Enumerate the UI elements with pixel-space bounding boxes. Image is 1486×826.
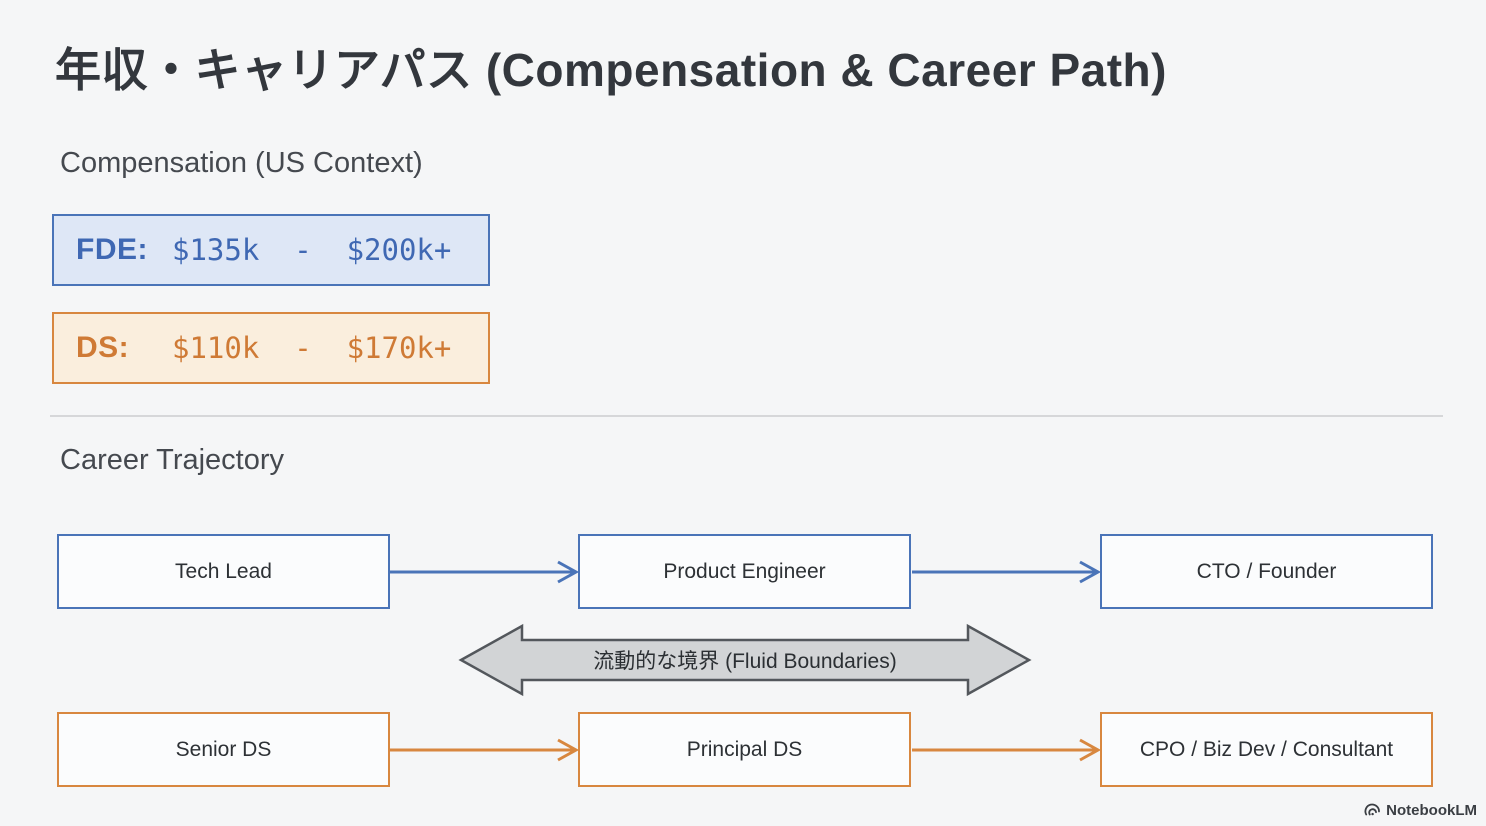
arrow-principal-ds-to-cpo bbox=[912, 738, 1102, 762]
fluid-boundaries-arrow bbox=[458, 623, 1032, 697]
node-label: Principal DS bbox=[686, 737, 803, 761]
career-heading: Career Trajectory bbox=[60, 444, 285, 476]
node-cpo-bizdev-consultant: CPO / Biz Dev / Consultant bbox=[1100, 712, 1433, 787]
fluid-boundaries-label: 流動的な境界 (Fluid Boundaries) bbox=[593, 650, 897, 673]
ds-compensation-box: DS: $110k - $170k+ bbox=[52, 312, 490, 384]
notebooklm-watermark: NotebookLM bbox=[1364, 802, 1477, 819]
slide-title: 年収・キャリアパス (Compensation & Career Path) bbox=[55, 44, 1167, 96]
node-label: Senior DS bbox=[175, 737, 272, 761]
arrow-product-engineer-to-cto bbox=[912, 560, 1102, 584]
ds-salary-range: $110k - $170k+ bbox=[172, 331, 452, 365]
arrow-tech-lead-to-product-engineer bbox=[390, 560, 580, 584]
node-tech-lead: Tech Lead bbox=[57, 534, 390, 609]
watermark-label: NotebookLM bbox=[1386, 802, 1477, 819]
node-senior-ds: Senior DS bbox=[57, 712, 390, 787]
compensation-heading: Compensation (US Context) bbox=[60, 147, 423, 179]
node-cto-founder: CTO / Founder bbox=[1100, 534, 1433, 609]
ds-label: DS: bbox=[76, 331, 130, 364]
node-product-engineer: Product Engineer bbox=[578, 534, 911, 609]
arrow-senior-ds-to-principal-ds bbox=[390, 738, 580, 762]
fde-compensation-box: FDE: $135k - $200k+ bbox=[52, 214, 490, 286]
node-label: CPO / Biz Dev / Consultant bbox=[1139, 737, 1394, 761]
section-divider bbox=[50, 415, 1443, 417]
node-label: Product Engineer bbox=[663, 559, 826, 583]
fde-salary-range: $135k - $200k+ bbox=[172, 233, 452, 267]
notebooklm-logo-icon bbox=[1364, 803, 1381, 816]
node-principal-ds: Principal DS bbox=[578, 712, 911, 787]
fde-label: FDE: bbox=[76, 233, 148, 266]
node-label: Tech Lead bbox=[175, 559, 272, 583]
node-label: CTO / Founder bbox=[1196, 559, 1337, 583]
